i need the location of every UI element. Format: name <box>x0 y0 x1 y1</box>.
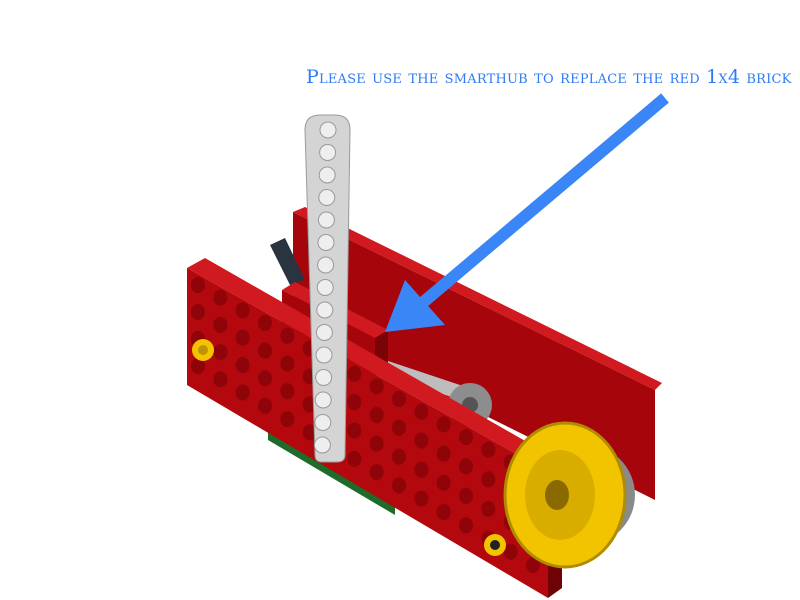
brick-hole <box>213 289 228 306</box>
brick-hole <box>235 357 250 374</box>
beam-hole <box>317 211 335 229</box>
beam-hole <box>314 391 332 409</box>
brick-hole <box>414 490 429 507</box>
brick-hole <box>258 315 272 331</box>
grey-liftarm-beam <box>304 114 351 463</box>
pointer-arrow <box>385 93 669 332</box>
brick-hole <box>369 406 384 423</box>
brick-hole <box>414 403 429 420</box>
dark-panel-part <box>270 238 305 285</box>
brick-hole <box>235 329 250 346</box>
brick-hole <box>280 327 295 344</box>
brick-hole <box>302 424 317 441</box>
beam-hole <box>315 324 333 341</box>
brick-hole <box>459 517 473 534</box>
brick-hole <box>213 316 228 333</box>
beam-hole <box>317 256 335 274</box>
instruction-caption: Please use the smarthub to replace the r… <box>306 66 792 88</box>
brick-hole <box>369 435 384 452</box>
brick-hole <box>258 397 272 414</box>
brick-hole <box>436 445 451 462</box>
beam-hole <box>313 436 331 454</box>
beam-hole <box>314 414 332 431</box>
beam-hole <box>316 301 334 319</box>
brick-hole <box>481 471 496 488</box>
brick-hole <box>235 302 250 319</box>
brick-hole <box>392 419 406 436</box>
brick-hole <box>191 277 205 293</box>
brick-hole <box>392 448 406 465</box>
brick-hole <box>459 487 473 504</box>
brick-hole <box>235 384 250 401</box>
beam-hole <box>319 144 337 161</box>
beam-hole <box>316 279 334 296</box>
beam-hole <box>315 369 333 386</box>
brick-hole <box>347 394 362 411</box>
brick-hole <box>258 342 272 359</box>
brick-hole <box>459 429 473 445</box>
brick-hole <box>436 474 451 491</box>
brick-hole <box>369 464 384 481</box>
brick-hole <box>369 378 384 395</box>
beam-hole <box>317 234 335 251</box>
brick-hole <box>503 543 518 560</box>
yellow-gear <box>503 421 627 569</box>
brick-hole <box>347 365 362 382</box>
beam-hole <box>315 346 333 364</box>
brick-hole <box>347 450 362 467</box>
brick-hole <box>414 461 429 478</box>
brick-hole <box>459 458 473 475</box>
brick-hole <box>258 370 272 387</box>
brick-hole <box>481 500 496 517</box>
brick-hole <box>191 304 205 320</box>
brick-hole <box>414 432 429 449</box>
brick-hole <box>347 422 362 439</box>
brick-hole <box>481 441 496 458</box>
brick-hole <box>436 416 451 433</box>
yellow-pin-left <box>192 339 214 361</box>
brick-hole <box>392 391 406 407</box>
beam-hole <box>318 166 336 184</box>
yellow-pin-right <box>484 534 506 556</box>
brick-hole <box>280 411 295 428</box>
brick-hole <box>526 557 540 573</box>
brick-hole <box>280 355 295 372</box>
beam-hole <box>318 189 336 206</box>
brick-hole <box>213 371 228 388</box>
brick-hole <box>213 344 228 361</box>
beam-hole <box>319 121 337 139</box>
brick-hole <box>436 503 451 520</box>
brick-hole <box>392 477 406 494</box>
brick-hole <box>280 383 295 400</box>
brick-hole <box>191 358 205 374</box>
